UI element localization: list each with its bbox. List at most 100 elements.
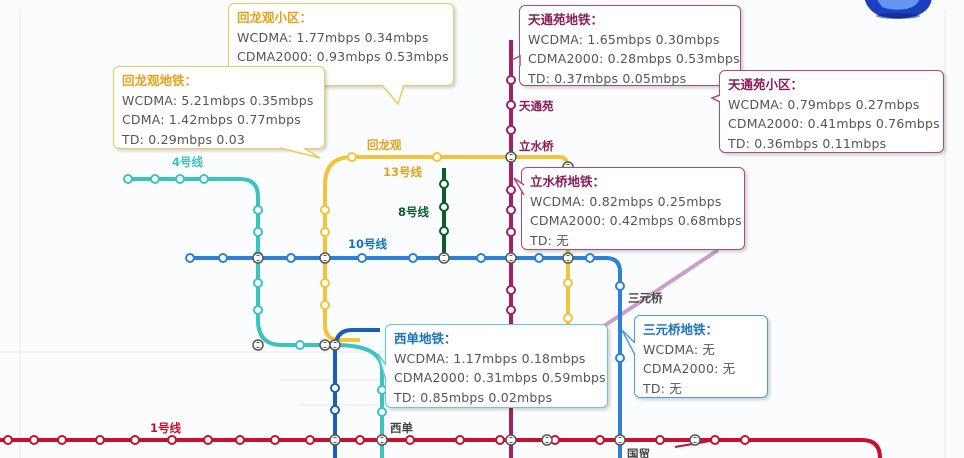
station-dot	[377, 407, 387, 417]
transfer-station-icon	[376, 434, 388, 446]
station-dot	[286, 253, 296, 263]
station-guomao-label: 国贸	[627, 447, 650, 458]
transfer-mark	[509, 437, 513, 443]
transfer-station-icon	[614, 434, 626, 446]
transfer-station-icon	[562, 252, 574, 264]
callout-row-wcdma: WCDMA: 1.17mbps 0.18mbps	[394, 350, 586, 366]
station-dot	[506, 75, 516, 85]
transfer-mark	[545, 437, 549, 443]
station-dot	[615, 353, 625, 363]
line-13-label: 13号线	[383, 165, 423, 179]
station-dot	[253, 205, 263, 215]
callout-title: 天通苑地铁：	[528, 12, 604, 27]
callout-huilongguan-subway: 回龙观地铁： WCDMA: 5.21mbps 0.35mbps CDMA: 1.…	[113, 66, 325, 149]
transfer-station-icon	[438, 252, 450, 264]
transfer-station-icon	[541, 434, 553, 446]
station-dot	[495, 435, 505, 445]
callout-title: 回龙观地铁：	[122, 73, 198, 88]
callout-xidan-subway: 西单地铁： WCDMA: 1.17mbps 0.18mbps CDMA2000:…	[385, 324, 608, 408]
transfer-mark	[693, 437, 697, 443]
callout-row-td: TD: 0.29mbps 0.03	[122, 131, 246, 147]
station-dot	[455, 435, 465, 445]
station-dot	[357, 253, 367, 263]
callout-row-cdma2000: CDMA2000: 无	[643, 361, 736, 376]
line-4	[128, 177, 384, 458]
station-dot	[408, 253, 418, 263]
station-dot	[3, 435, 13, 445]
station-dot	[506, 125, 516, 135]
callout-row-td: TD: 0.36mbps 0.11mbps	[728, 135, 887, 151]
callout-row-wcdma: WCDMA: 0.79mbps 0.27mbps	[728, 96, 920, 112]
station-dot	[506, 285, 516, 295]
station-dot	[253, 305, 263, 315]
callout-row-wcdma: WCDMA: 无	[643, 341, 716, 357]
callout-row-wcdma: WCDMA: 5.21mbps 0.35mbps	[122, 92, 314, 108]
callout-row-cdma2000: CDMA2000: 0.93mbps 0.53mbps	[237, 49, 449, 64]
station-dot	[295, 340, 305, 350]
callout-row-wcdma: WCDMA: 1.77mbps 0.34mbps	[237, 29, 429, 45]
transfer-mark	[256, 255, 260, 261]
station-dot	[320, 300, 330, 310]
station-dot	[534, 253, 544, 263]
transfer-station-icon	[689, 434, 701, 446]
station-huilongguan-label: 回龙观	[367, 138, 402, 152]
station-dot	[439, 202, 449, 212]
transfer-station-icon	[329, 339, 341, 351]
station-dot	[130, 435, 140, 445]
transfer-mark	[323, 255, 327, 261]
station-dot	[405, 435, 415, 445]
station-dot	[123, 174, 133, 184]
transfer-mark	[333, 342, 337, 348]
line-1	[0, 438, 882, 458]
callout-title: 三元桥地铁：	[643, 322, 719, 337]
transfer-station-icon	[252, 339, 264, 351]
callout-row-td: TD: 0.37mbps 0.05mbps	[528, 70, 687, 86]
transfer-mark	[323, 342, 327, 348]
station-tiantongyuan-label: 天通苑	[519, 99, 554, 113]
callout-title: 回龙观小区：	[237, 10, 313, 25]
callout-row-td: TD: 无	[643, 380, 682, 396]
callout-title: 天通苑小区：	[728, 77, 804, 92]
station-dot	[330, 383, 340, 393]
line-1-label: 1号线	[150, 421, 182, 435]
station-dot	[347, 152, 357, 162]
station-dot	[203, 435, 213, 445]
station-dot	[439, 226, 449, 236]
callout-row-cdma2000: CDMA2000: 0.28mbps 0.53mbps	[528, 51, 740, 66]
transfer-station-icon	[329, 434, 341, 446]
line-4-label: 4号线	[172, 155, 204, 169]
station-dot	[432, 152, 442, 162]
line-8-label: 8号线	[398, 205, 430, 219]
callout-tiantongyuan-subway: 天通苑地铁： WCDMA: 1.65mbps 0.30mbps CDMA2000…	[519, 5, 741, 86]
station-sanyuanqiao-label: 三元桥	[628, 291, 663, 305]
transfer-mark	[566, 255, 570, 261]
transfer-mark	[380, 437, 384, 443]
transfer-station-icon	[505, 434, 517, 446]
transfer-mark	[256, 342, 260, 348]
station-dot	[253, 278, 263, 288]
station-dot	[655, 435, 665, 445]
car-logo-icon	[862, 0, 934, 20]
callout-tiantongyuan-community: 天通苑小区： WCDMA: 0.79mbps 0.27mbps CDMA2000…	[719, 70, 944, 153]
callout-title: 西单地铁：	[394, 331, 457, 346]
callout-row-td: TD: 0.85mbps 0.02mbps	[394, 389, 553, 405]
callout-row-wcdma: WCDMA: 1.65mbps 0.30mbps	[528, 31, 720, 47]
transfer-mark	[442, 255, 446, 261]
station-dot	[320, 205, 330, 215]
station-dot	[330, 405, 340, 415]
station-dot	[563, 313, 573, 323]
transfer-mark	[509, 255, 513, 261]
station-dot	[253, 227, 263, 237]
station-dot	[506, 205, 516, 215]
transfer-mark	[618, 437, 622, 443]
station-dot	[563, 278, 573, 288]
line-10-label: 10号线	[348, 237, 388, 251]
line-10	[190, 256, 622, 458]
station-xidan-label: 西单	[390, 421, 413, 435]
station-dot	[585, 253, 595, 263]
station-dot	[199, 174, 209, 184]
station-dot	[175, 174, 185, 184]
